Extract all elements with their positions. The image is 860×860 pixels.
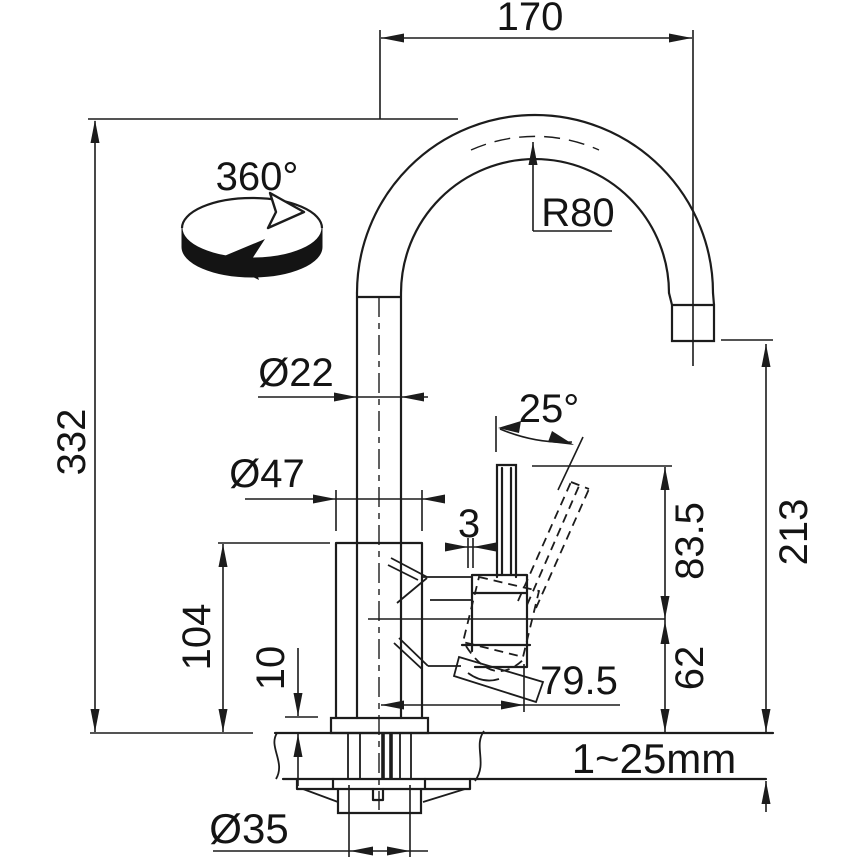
dim-label-base-section-height: 104 [175, 604, 219, 671]
lever-lowered [452, 655, 545, 704]
arrow-o22-left [334, 392, 357, 402]
lever-upright [495, 463, 518, 579]
dim-label-outlet-height: 213 [772, 499, 816, 566]
dim-label-center-to-deck: 62 [668, 646, 712, 691]
worktop-break-left [273, 732, 281, 780]
arrow-o47-left [313, 494, 336, 504]
arrow-170-right [669, 33, 692, 43]
shank-lines [347, 733, 412, 779]
spout-tip [667, 291, 716, 343]
dim-332-lines [88, 118, 458, 734]
arrow-213-bottom [761, 709, 771, 732]
arrow-3-left [445, 542, 468, 552]
worktop-section [273, 730, 775, 782]
dim-o47-lines [245, 490, 445, 531]
arc-centerline [470, 135, 600, 151]
dimension-labels: 170 R80 360° 332 Ø22 Ø47 25° 3 83.5 62 2… [50, 0, 816, 852]
fixing-flange [295, 777, 472, 791]
dim-label-total-height: 332 [50, 409, 94, 476]
arrow-104-bottom [218, 709, 228, 732]
swivel-ring-band [181, 227, 323, 278]
arrow-835-top [660, 467, 670, 490]
dim-label-pipe-diameter: Ø22 [258, 351, 334, 395]
swivel-ring-back-rim [180, 196, 324, 229]
dim-label-bend-radius: R80 [541, 191, 614, 235]
arrow-332-top [90, 120, 100, 143]
arrow-o35-left [350, 846, 373, 856]
arrow-795-left [381, 700, 404, 710]
arrow-25-right [548, 431, 574, 445]
cartridge-arc-dashed [465, 645, 527, 672]
dim-label-body-diameter: Ø47 [229, 452, 305, 496]
arrow-o35-right [387, 846, 410, 856]
arrow-62-top [660, 621, 670, 644]
neck-lines [422, 576, 472, 667]
arrow-104-top [218, 544, 228, 567]
lever-tilted-dashed [461, 481, 590, 672]
dim-label-deck-thickness: 1~25mm [572, 735, 737, 782]
arrow-r80 [528, 142, 538, 165]
rotation-arrow-outline-icon [266, 191, 306, 230]
arrow-170-left [381, 33, 404, 43]
arrow-62-bottom [660, 709, 670, 732]
dim-label-mounting-hole: Ø35 [209, 805, 288, 852]
worktop-break-mid [474, 730, 485, 782]
arrow-213-top [761, 344, 771, 367]
cartridge-dashed [461, 575, 541, 659]
spout-inner-arc [399, 157, 671, 295]
dim-label-base-plate-height: 10 [249, 646, 293, 691]
supply-hoses [381, 733, 393, 779]
handle-housing [460, 573, 532, 669]
spout-outer-arc [355, 113, 715, 295]
arrow-o47-right [422, 494, 445, 504]
dim-label-lever-reach: 79.5 [540, 659, 618, 703]
dim-170-lines [379, 30, 694, 366]
arrow-o22-right [401, 392, 424, 402]
arrow-3-right [473, 542, 496, 552]
lever-tilted-lines [517, 481, 590, 609]
arrow-10-bottom [293, 734, 303, 757]
swivel-symbol [180, 191, 324, 280]
dim-104-lines [218, 542, 330, 732]
fixing-nut [336, 787, 423, 815]
dim-795-lines [381, 664, 620, 712]
dimension-arrows [90, 33, 771, 856]
centerlines [368, 135, 665, 810]
dim-label-swivel-angle: 360° [216, 155, 299, 199]
gusset-bevels [387, 557, 429, 670]
dimension-lines [88, 30, 773, 857]
rotation-arrow-icon [217, 239, 265, 280]
fixing-cone [302, 788, 466, 803]
arrow-332-bottom [90, 709, 100, 732]
dim-213-lines [721, 339, 773, 732]
arrow-10-top [293, 693, 303, 716]
arrow-795-right [501, 700, 524, 710]
arrow-835-bottom [660, 596, 670, 619]
dim-label-spout-reach: 170 [497, 0, 564, 39]
arrow-1-25-bottom [761, 781, 771, 804]
dim-label-lever-offset: 3 [458, 502, 480, 546]
dim-label-lever-top-to-center: 83.5 [668, 502, 712, 580]
arrow-25-left [498, 421, 521, 433]
dim-label-lever-angle: 25° [519, 387, 580, 431]
